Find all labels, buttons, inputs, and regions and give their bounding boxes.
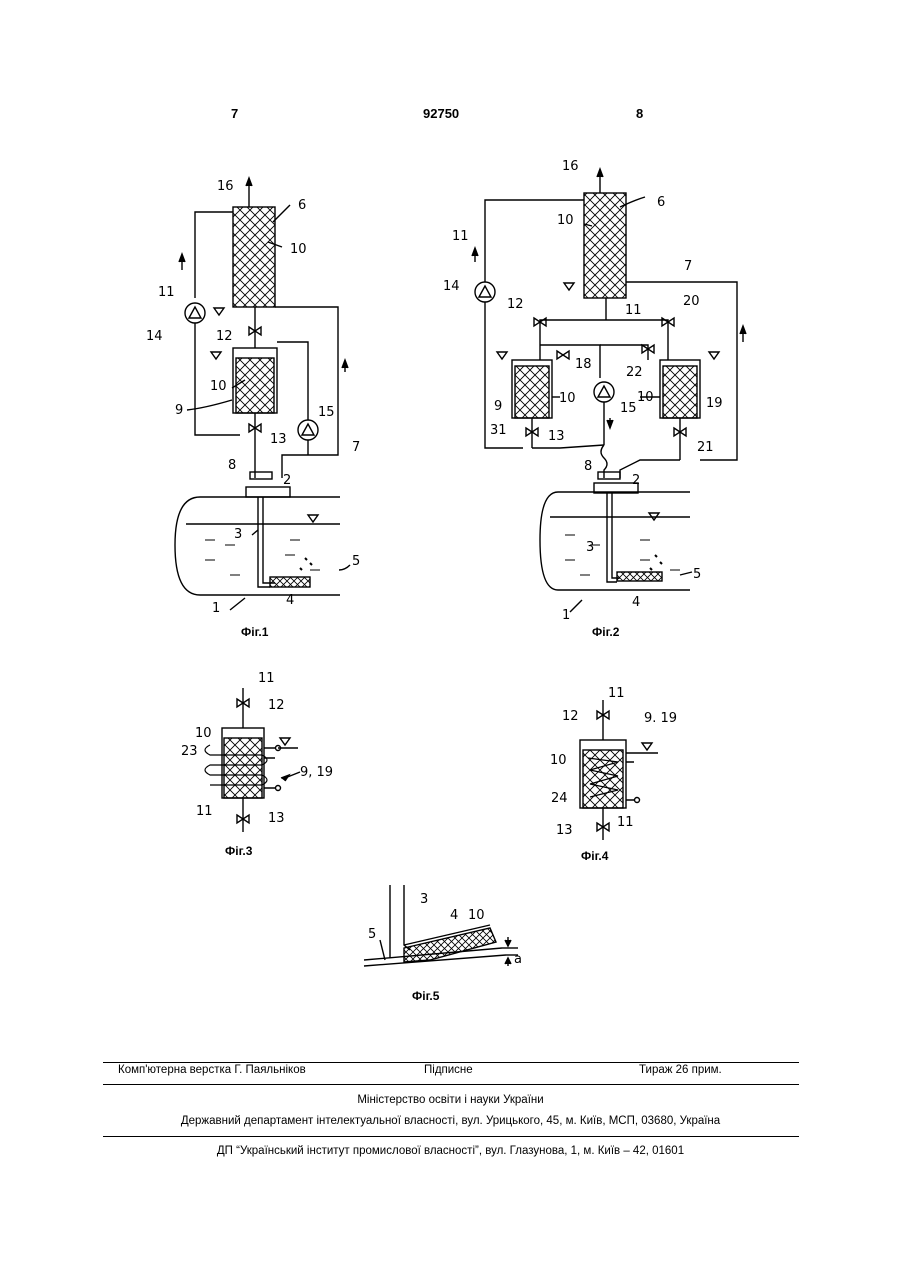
fig2-label-3: 3 [586, 540, 594, 555]
fig2-label-11: 11 [452, 229, 469, 244]
fig1-label-8: 8 [228, 458, 236, 473]
fig3-label-11b: 11 [196, 804, 213, 819]
footer-rule-top [103, 1062, 799, 1063]
fig2-label-11b: 11 [625, 303, 642, 318]
fig2-label-10c: 10 [637, 390, 654, 405]
fig4-label-9-19: 9. 19 [644, 711, 677, 726]
figure-3 [205, 688, 300, 832]
fig1-label-10b: 10 [210, 379, 227, 394]
fig2-label-12: 12 [507, 297, 524, 312]
department-address: Державний департамент інтелектуальної вл… [0, 1115, 901, 1127]
fig2-label-8: 8 [584, 459, 592, 474]
fig2-label-6: 6 [657, 195, 665, 210]
fig1-label-14: 14 [146, 329, 163, 344]
fig2-label-21: 21 [697, 440, 714, 455]
signed-note: Підписне [424, 1064, 473, 1076]
fig2-label-2: 2 [632, 473, 640, 488]
fig1-label-16: 16 [217, 179, 234, 194]
fig5-label-a: a [514, 952, 522, 967]
tank-9-packing [236, 358, 274, 413]
fig1-label-3: 3 [234, 527, 242, 542]
fig4-label-10: 10 [550, 753, 567, 768]
footer-rule-bottom [103, 1136, 799, 1137]
figure-1 [175, 178, 350, 610]
fig5-label-10: 10 [468, 908, 485, 923]
fig2-label-18: 18 [575, 357, 592, 372]
fig5-label-3: 3 [420, 892, 428, 907]
fig3-label-13: 13 [268, 811, 285, 826]
fig1-label-9: 9 [175, 403, 183, 418]
typesetting-credit: Комп'ютерна верстка Г. Паяльніков [118, 1064, 306, 1076]
fig1-label-15: 15 [318, 405, 335, 420]
fig1-label-12: 12 [216, 329, 233, 344]
fig2-label-14: 14 [443, 279, 460, 294]
fig4-label-13: 13 [556, 823, 573, 838]
fig2-label-15: 15 [620, 401, 637, 416]
fig2-label-5: 5 [693, 567, 701, 582]
fig2-label-22: 22 [626, 365, 643, 380]
fig2-label-31: 31 [490, 423, 507, 438]
fig2-label-7: 7 [684, 259, 692, 274]
fig5-label-5: 5 [368, 927, 376, 942]
fig3-label-10: 10 [195, 726, 212, 741]
fig1-label-2: 2 [283, 473, 291, 488]
footer-rule-middle [103, 1084, 799, 1085]
fig1-label-4: 4 [286, 593, 294, 608]
fig2-label-9: 9 [494, 399, 502, 414]
fig5-caption: Фіг.5 [412, 989, 440, 1003]
fig5-label-4: 4 [450, 908, 458, 923]
figure-5 [364, 885, 518, 966]
fig3-label-12: 12 [268, 698, 285, 713]
institute-address: ДП “Український інститут промислової вла… [0, 1145, 901, 1157]
fig2-label-13: 13 [548, 429, 565, 444]
fig2-label-4: 4 [632, 595, 640, 610]
fig1-label-1: 1 [212, 601, 220, 616]
fig1-label-7: 7 [352, 440, 360, 455]
fig4-label-11b: 11 [617, 815, 634, 830]
fig3-label-23: 23 [181, 744, 198, 759]
fig1-label-6: 6 [298, 198, 306, 213]
fig1-label-5: 5 [352, 554, 360, 569]
fig2-label-19: 19 [706, 396, 723, 411]
fig4-label-12: 12 [562, 709, 579, 724]
fig2-caption: Фіг.2 [592, 625, 620, 639]
column-6-fig2 [584, 193, 626, 298]
fig2-label-10: 10 [557, 213, 574, 228]
fig3-label-11: 11 [258, 671, 275, 686]
fig2-label-10b: 10 [559, 391, 576, 406]
fig4-caption: Фіг.4 [581, 849, 609, 863]
figure-2 [472, 169, 746, 612]
fig3-caption: Фіг.3 [225, 844, 253, 858]
fig1-label-11: 11 [158, 285, 175, 300]
fig1-label-10: 10 [290, 242, 307, 257]
fig4-label-24: 24 [551, 791, 568, 806]
fig1-label-13: 13 [270, 432, 287, 447]
fig3-label-9-19: 9, 19 [300, 765, 333, 780]
circulation-note: Тираж 26 прим. [639, 1064, 722, 1076]
fig1-caption: Фіг.1 [241, 625, 269, 639]
fig2-label-20: 20 [683, 294, 700, 309]
fig4-label-11: 11 [608, 686, 625, 701]
fig2-label-1: 1 [562, 608, 570, 623]
ministry-name: Міністерство освіти і науки України [0, 1094, 901, 1106]
column-6 [233, 207, 275, 307]
fig2-label-16: 16 [562, 159, 579, 174]
